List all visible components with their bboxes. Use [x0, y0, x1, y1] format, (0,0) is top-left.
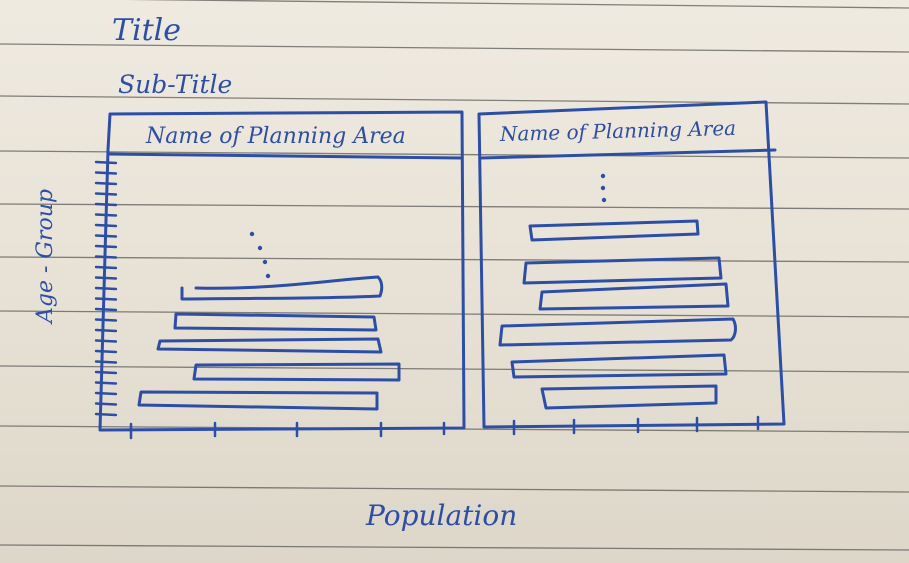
y-axis-tick: [94, 328, 118, 333]
ruled-line: [122, 0, 909, 9]
panel-right-bar: [528, 219, 700, 242]
y-axis-tick: [94, 307, 118, 312]
ruled-line: [0, 544, 909, 551]
panel-left-bar: [180, 275, 384, 301]
panel-right-bars: [498, 219, 737, 410]
chart-subtitle: Sub-Title: [118, 70, 233, 99]
y-axis-tick: [94, 349, 118, 354]
ruled-line: [0, 485, 909, 493]
panel-right-header-divider: [479, 148, 777, 160]
ruled-line: [0, 256, 909, 263]
ruled-line: [0, 150, 909, 159]
y-axis-tick: [94, 339, 118, 343]
panel-right-bar: [522, 256, 723, 285]
panel-right-x-ticks: [512, 415, 760, 436]
panel-left-bar: [156, 337, 383, 354]
panel-right-bar: [510, 353, 728, 379]
y-axis-ticks: [94, 160, 118, 417]
panel-left-bars: [137, 275, 401, 411]
y-axis-label: Age - Group: [33, 189, 58, 323]
ruled-line: [0, 43, 909, 53]
y-axis-tick: [94, 297, 118, 301]
chart-title: Title: [112, 13, 182, 48]
y-axis-tick: [94, 360, 118, 364]
panel-left-x-ticks: [129, 421, 446, 440]
y-axis-tick: [94, 402, 118, 406]
panel-left: [98, 110, 466, 440]
panel-left-header: Name of Planning Area: [146, 124, 406, 149]
panel-left-bar: [173, 312, 378, 332]
y-axis-tick: [94, 276, 118, 280]
y-axis-tick: [94, 381, 118, 385]
x-axis-label: Population: [366, 499, 518, 532]
panel-right: [477, 100, 786, 436]
panel-left-header-divider: [107, 152, 464, 160]
ruled-line: [0, 365, 909, 373]
panel-right-bar: [540, 384, 718, 410]
panel-right-frame: [477, 100, 786, 429]
y-axis-tick: [94, 286, 118, 291]
panel-left-bar: [137, 390, 379, 411]
ruled-line: [0, 203, 909, 210]
panel-right-bar: [538, 282, 730, 311]
y-axis-tick: [94, 370, 118, 375]
panel-left-bar: [192, 362, 401, 382]
y-axis-tick: [94, 318, 118, 322]
panel-right-header: Name of Planning Area: [499, 115, 737, 146]
panel-right-bar: [498, 317, 737, 347]
ruled-line: [0, 310, 909, 318]
panel-left-frame: [98, 110, 466, 432]
panel-right-continuation-dots: [600, 173, 607, 203]
panel-left-continuation-dots: [249, 231, 271, 279]
y-axis-tick: [94, 160, 118, 165]
y-axis-tick: [94, 391, 118, 396]
